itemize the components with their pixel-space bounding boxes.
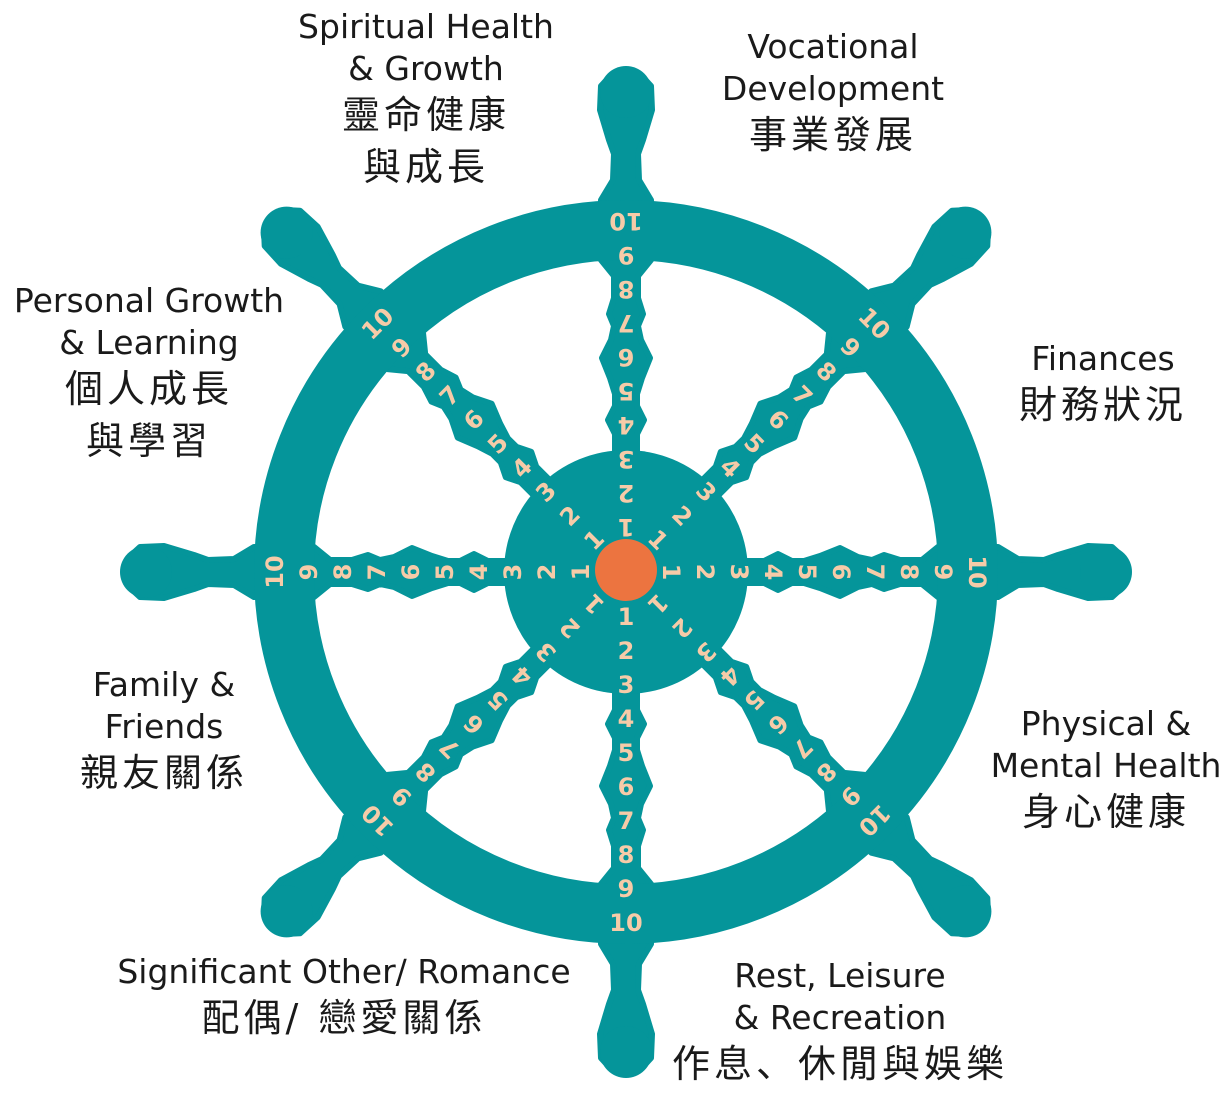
scale-number-finances-7: 7: [861, 564, 889, 581]
scale-number-family-6: 6: [397, 564, 425, 581]
label-romance: Significant Other/ Romance 配偶/ 戀愛關係: [104, 951, 584, 1045]
label-rest-zh-1: 作息、休閒與娛樂: [671, 1042, 1008, 1087]
label-physical: Physical & Mental Health 身心健康: [986, 703, 1226, 839]
label-spiritual-zh-1: 靈命健康: [341, 93, 510, 138]
scale-number-finances-9: 9: [929, 564, 957, 581]
scale-number-spiritual-5: 5: [618, 377, 635, 405]
label-physical-en-2: Mental Health: [990, 746, 1222, 786]
label-physical-zh-1: 身心健康: [1021, 790, 1190, 835]
spoke-knob-rest: [600, 1026, 652, 1078]
spoke-knob-finances: [1080, 546, 1132, 598]
spoke-knob-personal: [260, 206, 313, 259]
scale-number-spiritual-6: 6: [618, 343, 635, 371]
scale-number-finances-5: 5: [793, 564, 821, 581]
scale-number-finances-4: 4: [759, 564, 787, 581]
label-family-en-2: Friends: [104, 707, 224, 747]
scale-number-finances-10: 10: [963, 555, 991, 588]
scale-number-finances-1: 1: [657, 564, 685, 581]
scale-number-finances-3: 3: [725, 564, 753, 581]
label-personal-zh-1: 個人成長: [64, 367, 233, 412]
label-personal: Personal Growth & Learning 個人成長 與學習: [4, 280, 294, 467]
spoke-knob-vocational: [939, 206, 992, 259]
label-rest-en-1: Rest, Leisure: [734, 956, 946, 995]
scale-number-family-8: 8: [329, 564, 357, 581]
scale-number-family-9: 9: [295, 564, 323, 581]
label-spiritual-en-1: Spiritual Health: [298, 7, 554, 46]
scale-number-family-2: 2: [533, 564, 561, 581]
label-personal-en-1: Personal Growth: [13, 281, 285, 320]
label-vocational: Vocational Development 事業發展: [710, 26, 956, 162]
label-rest-en-2: & Recreation: [733, 998, 947, 1038]
scale-number-family-4: 4: [465, 564, 493, 581]
label-finances-zh-1: 財務狀況: [1018, 383, 1187, 428]
wheel-rim: [254, 200, 998, 944]
scale-number-family-3: 3: [499, 564, 527, 581]
label-romance-en-1: Significant Other/ Romance: [117, 952, 571, 991]
scale-number-rest-1: 1: [618, 603, 635, 631]
scale-number-finances-6: 6: [827, 564, 855, 581]
label-spiritual-zh-2: 與成長: [362, 144, 489, 189]
scale-number-family-5: 5: [431, 564, 459, 581]
scale-number-rest-5: 5: [618, 739, 635, 767]
label-rest: Rest, Leisure & Recreation 作息、休閒與娛樂: [650, 955, 1030, 1091]
spoke-knob-romance: [260, 885, 313, 938]
label-family-en-1: Family &: [92, 665, 236, 704]
spoke-knob-physical: [939, 885, 992, 938]
label-spiritual: Spiritual Health & Growth 靈命健康 與成長: [298, 6, 554, 193]
scale-number-spiritual-10: 10: [609, 207, 642, 235]
label-finances-en-1: Finances: [1031, 339, 1175, 378]
spoke-knob-family: [120, 546, 172, 598]
wheel-spokes: [120, 66, 1132, 1078]
label-family: Family & Friends 親友關係: [64, 664, 264, 800]
scale-number-finances-2: 2: [691, 564, 719, 581]
scale-number-rest-3: 3: [618, 671, 635, 699]
scale-number-family-7: 7: [363, 564, 391, 581]
scale-number-spiritual-3: 3: [618, 445, 635, 473]
scale-number-family-1: 1: [567, 564, 595, 581]
scale-number-spiritual-1: 1: [618, 513, 635, 541]
spoke-knob-spiritual: [600, 66, 652, 118]
label-vocational-en-1: Vocational: [747, 27, 919, 66]
label-physical-en-1: Physical &: [1020, 704, 1192, 743]
scale-number-spiritual-9: 9: [618, 241, 635, 269]
hub-center-dot: [595, 539, 657, 601]
label-finances: Finances 財務狀況: [1005, 338, 1201, 432]
label-personal-en-2: & Learning: [59, 323, 239, 363]
scale-number-rest-4: 4: [618, 705, 635, 733]
scale-number-rest-9: 9: [618, 875, 635, 903]
label-family-zh-1: 親友關係: [79, 751, 248, 796]
label-vocational-zh-1: 事業發展: [748, 113, 917, 158]
label-vocational-en-2: Development: [721, 69, 945, 109]
scale-number-rest-10: 10: [609, 909, 642, 937]
label-personal-zh-2: 與學習: [85, 418, 212, 463]
scale-number-rest-8: 8: [618, 841, 635, 869]
scale-number-family-10: 10: [261, 555, 289, 588]
label-romance-zh-1: 配偶/ 戀愛關係: [201, 996, 487, 1041]
scale-number-spiritual-4: 4: [618, 411, 635, 439]
scale-number-spiritual-2: 2: [618, 479, 635, 507]
scale-number-rest-2: 2: [618, 637, 635, 665]
scale-number-spiritual-8: 8: [618, 275, 635, 303]
scale-number-rest-6: 6: [618, 773, 635, 801]
scale-number-finances-8: 8: [895, 564, 923, 581]
scale-number-rest-7: 7: [618, 807, 635, 835]
label-spiritual-en-2: & Growth: [348, 49, 504, 89]
scale-number-spiritual-7: 7: [618, 309, 635, 337]
